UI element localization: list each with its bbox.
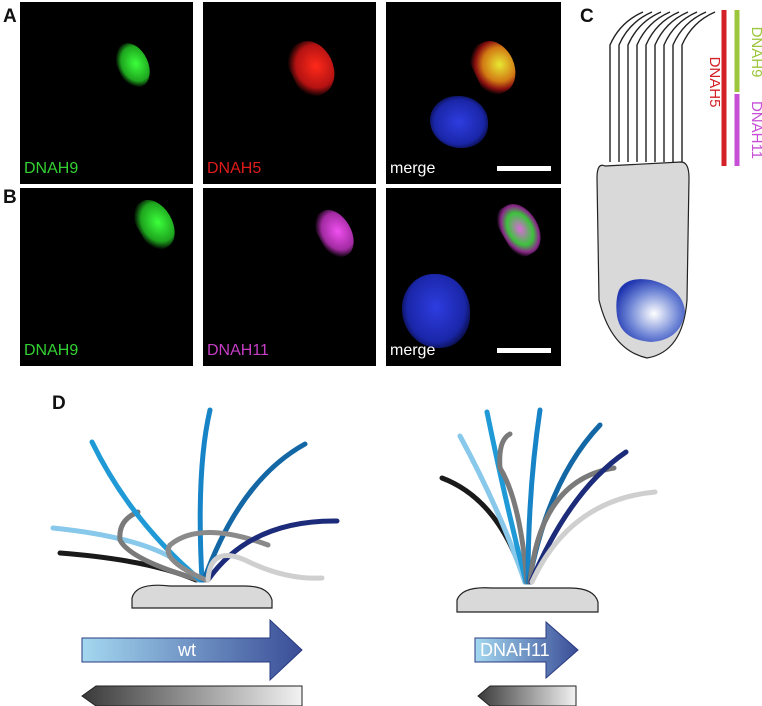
red-signal bbox=[281, 33, 343, 103]
micro-label: DNAH5 bbox=[207, 160, 262, 177]
cilium-stroke bbox=[165, 530, 271, 583]
micrograph-a-dnah9: DNAH9 bbox=[20, 2, 193, 184]
mutant-arrow-label: DNAH11 bbox=[480, 640, 550, 660]
merge-signal bbox=[464, 34, 524, 100]
cilia-bundle bbox=[609, 11, 716, 162]
micrograph-b-dnah11: DNAH11 bbox=[203, 188, 376, 366]
dnah5-bar-label: DNAH5 bbox=[706, 57, 723, 108]
cell-nucleus bbox=[616, 279, 685, 342]
cilia-waveform-diagram bbox=[50, 407, 658, 706]
cilium-stroke bbox=[197, 407, 213, 583]
wt-cilia bbox=[50, 407, 340, 583]
mutant-cell-base bbox=[456, 587, 599, 613]
magenta-signal bbox=[308, 203, 362, 263]
wt-arrow-label: wt bbox=[178, 640, 196, 660]
micro-label: merge bbox=[390, 160, 436, 177]
green-signal bbox=[109, 37, 157, 93]
scale-bar bbox=[497, 166, 551, 171]
panel-letter-d: D bbox=[52, 393, 66, 414]
green-signal bbox=[127, 192, 183, 256]
nucleus-signal bbox=[430, 96, 488, 148]
merge-signal bbox=[490, 196, 550, 262]
cilium-stroke bbox=[497, 431, 530, 585]
cilium-stroke bbox=[205, 518, 340, 583]
dnah11-bar-label: DNAH11 bbox=[748, 101, 762, 159]
micro-label: merge bbox=[390, 342, 436, 359]
mutant-cilia bbox=[439, 407, 658, 585]
dnah9-bar-label: DNAH9 bbox=[748, 27, 762, 78]
cilium-stroke bbox=[117, 509, 203, 583]
micrograph-b-merge: merge bbox=[386, 188, 561, 366]
cilium-stroke bbox=[529, 489, 658, 585]
mutant-gradient-arrow bbox=[477, 685, 577, 706]
scale-bar bbox=[497, 348, 551, 353]
cilium-stroke bbox=[201, 441, 308, 583]
wt-beat-arrow bbox=[81, 618, 303, 682]
panel-letter-b: B bbox=[3, 187, 17, 208]
panel-letter-c: C bbox=[580, 6, 594, 27]
micro-label: DNAH11 bbox=[207, 342, 269, 359]
micro-label: DNAH9 bbox=[24, 160, 79, 177]
mutant-beat-arrow bbox=[474, 620, 579, 680]
cilium-stroke bbox=[484, 409, 529, 585]
cilium-stroke bbox=[525, 407, 543, 585]
wt-cell-base bbox=[131, 584, 273, 609]
panel-letter-a: A bbox=[3, 6, 17, 27]
wt-gradient-arrow bbox=[81, 685, 303, 706]
micrograph-b-dnah9: DNAH9 bbox=[20, 188, 193, 366]
micrograph-a-merge: merge bbox=[386, 2, 561, 184]
micrograph-a-dnah5: DNAH5 bbox=[203, 2, 376, 184]
micro-label: DNAH9 bbox=[24, 342, 79, 359]
nucleus-signal bbox=[402, 274, 470, 348]
cilium-stroke bbox=[89, 439, 203, 583]
cilium-stroke bbox=[205, 553, 325, 583]
cilium-stroke bbox=[457, 433, 528, 585]
ciliated-cell-diagram: DNAH5 DNAH9 DNAH11 bbox=[596, 10, 762, 359]
